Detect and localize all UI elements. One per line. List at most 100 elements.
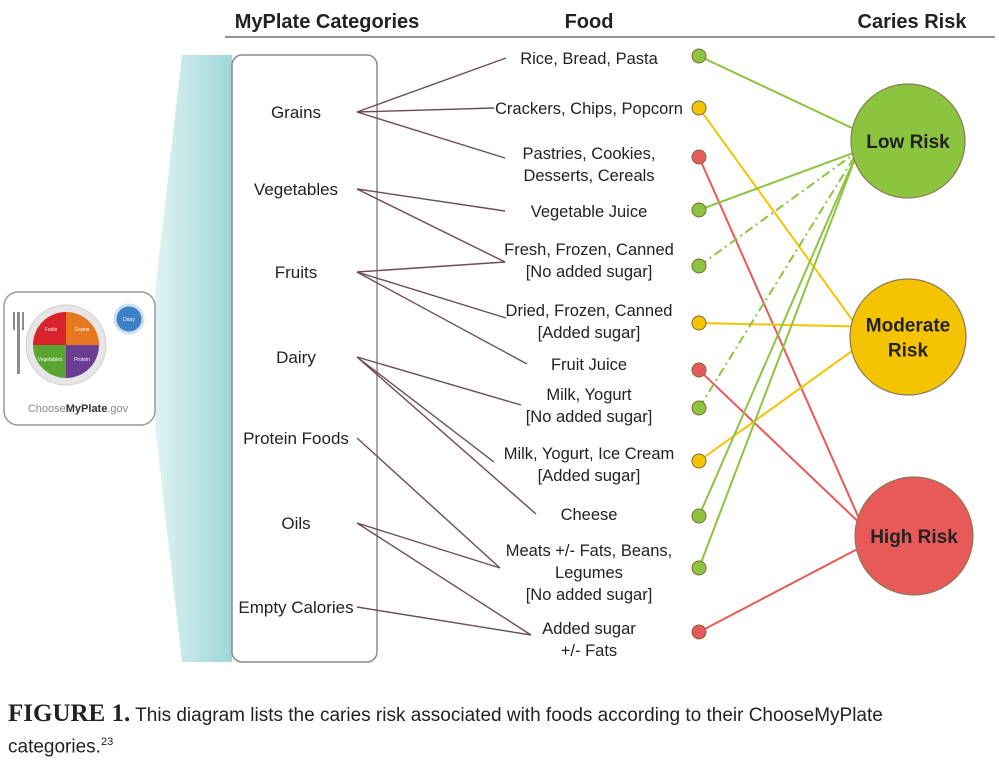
category-vegetables: Vegetables bbox=[254, 180, 338, 199]
category-food-link bbox=[356, 522, 532, 636]
food-risk-link bbox=[698, 369, 863, 527]
food-label: Legumes bbox=[555, 564, 623, 582]
plate-fruits-section bbox=[33, 312, 66, 345]
plate-dairy-label: Dairy bbox=[123, 317, 135, 323]
figure-caption: FIGURE 1. This diagram lists the caries … bbox=[8, 700, 968, 760]
category-food-link bbox=[356, 57, 507, 113]
risk-dot-low bbox=[691, 508, 707, 524]
food-risk-link bbox=[698, 322, 857, 328]
figure-label: FIGURE 1. bbox=[8, 700, 131, 727]
food-risk-link bbox=[698, 150, 859, 211]
risk-dot-low bbox=[691, 258, 707, 274]
risk-dot-low bbox=[691, 202, 707, 218]
plate-grains-label: Grains bbox=[75, 327, 90, 333]
category-food-link bbox=[356, 356, 495, 463]
category-fruits: Fruits bbox=[275, 263, 318, 282]
food-risk-link bbox=[698, 156, 863, 526]
food-label: +/- Fats bbox=[561, 642, 617, 660]
risk-dot-high bbox=[691, 149, 707, 165]
risk-circle-high bbox=[854, 476, 974, 596]
category-food-link bbox=[356, 356, 522, 406]
plate-protein-section bbox=[66, 345, 99, 378]
food-label: Milk, Yogurt bbox=[546, 386, 632, 404]
food-label: Milk, Yogurt, Ice Cream bbox=[504, 445, 675, 463]
food-risk-link bbox=[698, 346, 858, 462]
food-risk-link bbox=[698, 545, 863, 633]
logo-text-prefix: Choose bbox=[28, 403, 66, 415]
category-food-link bbox=[356, 606, 532, 636]
category-protein-foods: Protein Foods bbox=[243, 429, 349, 448]
category-food-link bbox=[356, 522, 501, 569]
food-label: [No added sugar] bbox=[526, 586, 653, 604]
food-label: Fruit Juice bbox=[551, 356, 627, 374]
category-food-link bbox=[356, 188, 506, 263]
food-label: Pastries, Cookies, bbox=[523, 145, 656, 163]
risk-circle-moderate bbox=[849, 278, 967, 396]
header-categories: MyPlate Categories bbox=[235, 11, 420, 33]
food-risk-link bbox=[698, 150, 859, 517]
header-caries-risk: Caries Risk bbox=[858, 11, 968, 33]
plate-vegetables-label: Vegetables bbox=[38, 357, 63, 363]
category-food-link bbox=[356, 271, 528, 365]
risk-dot-low bbox=[691, 400, 707, 416]
category-food-link bbox=[356, 107, 495, 113]
risk-dot-moderate bbox=[691, 100, 707, 116]
food-risk-link bbox=[698, 150, 859, 267]
food-label: [No added sugar] bbox=[526, 263, 653, 281]
fork-icon bbox=[13, 312, 24, 374]
food-label: Crackers, Chips, Popcorn bbox=[495, 100, 683, 118]
category-food-link bbox=[356, 356, 537, 515]
food-risk-dots bbox=[691, 48, 707, 640]
food-risk-link bbox=[698, 107, 858, 328]
risk-dot-high bbox=[691, 362, 707, 378]
risk-label-moderate: Moderate bbox=[866, 316, 950, 337]
plate-protein-label: Protein bbox=[74, 357, 90, 363]
risk-label-moderate: Risk bbox=[888, 341, 929, 362]
food-label: Rice, Bread, Pasta bbox=[520, 50, 658, 68]
category-grains: Grains bbox=[271, 103, 321, 122]
risk-dot-low bbox=[691, 48, 707, 64]
food-label: Meats +/- Fats, Beans, bbox=[506, 542, 672, 560]
category-food-link bbox=[356, 111, 506, 159]
category-oils: Oils bbox=[281, 514, 310, 533]
category-food-links bbox=[356, 57, 537, 636]
food-label: Added sugar bbox=[542, 620, 636, 638]
category-food-link bbox=[356, 271, 507, 319]
food-risk-links bbox=[698, 55, 863, 633]
food-label: Desserts, Cereals bbox=[523, 167, 654, 185]
figure-caption-reference: 23 bbox=[100, 736, 114, 748]
category-dairy: Dairy bbox=[276, 348, 316, 367]
food-risk-link bbox=[698, 55, 859, 132]
food-risk-link bbox=[698, 150, 859, 569]
risk-label-high: High Risk bbox=[870, 527, 958, 548]
food-risk-link bbox=[698, 150, 859, 409]
logo-text-suffix: .gov bbox=[107, 403, 128, 415]
risk-circle-low bbox=[850, 83, 966, 199]
header-food: Food bbox=[565, 11, 614, 33]
food-label: [No added sugar] bbox=[526, 408, 653, 426]
category-food-link bbox=[356, 437, 501, 569]
risk-dot-high bbox=[691, 624, 707, 640]
food-label: Dried, Frozen, Canned bbox=[506, 302, 673, 320]
risk-dot-low bbox=[691, 560, 707, 576]
food-label: Cheese bbox=[561, 506, 618, 524]
plate-grains-section bbox=[66, 312, 99, 345]
dairy-cup-icon bbox=[113, 303, 145, 335]
food-label: [Added sugar] bbox=[538, 467, 641, 485]
risk-dot-moderate bbox=[691, 315, 707, 331]
food-label: Vegetable Juice bbox=[531, 203, 648, 221]
figure-caption-text: This diagram lists the caries risk assoc… bbox=[8, 705, 883, 758]
plate-fruits-label: Fruits bbox=[45, 327, 58, 333]
plate-vegetables-section bbox=[33, 345, 66, 378]
logo-text-brand: MyPlate bbox=[66, 403, 108, 415]
risk-label-low: Low Risk bbox=[866, 132, 950, 153]
food-label: Fresh, Frozen, Canned bbox=[504, 241, 674, 259]
category-panel-connector bbox=[155, 55, 232, 662]
categories-box bbox=[231, 54, 378, 663]
category-empty-calories: Empty Calories bbox=[238, 598, 353, 617]
risk-dot-moderate bbox=[691, 453, 707, 469]
